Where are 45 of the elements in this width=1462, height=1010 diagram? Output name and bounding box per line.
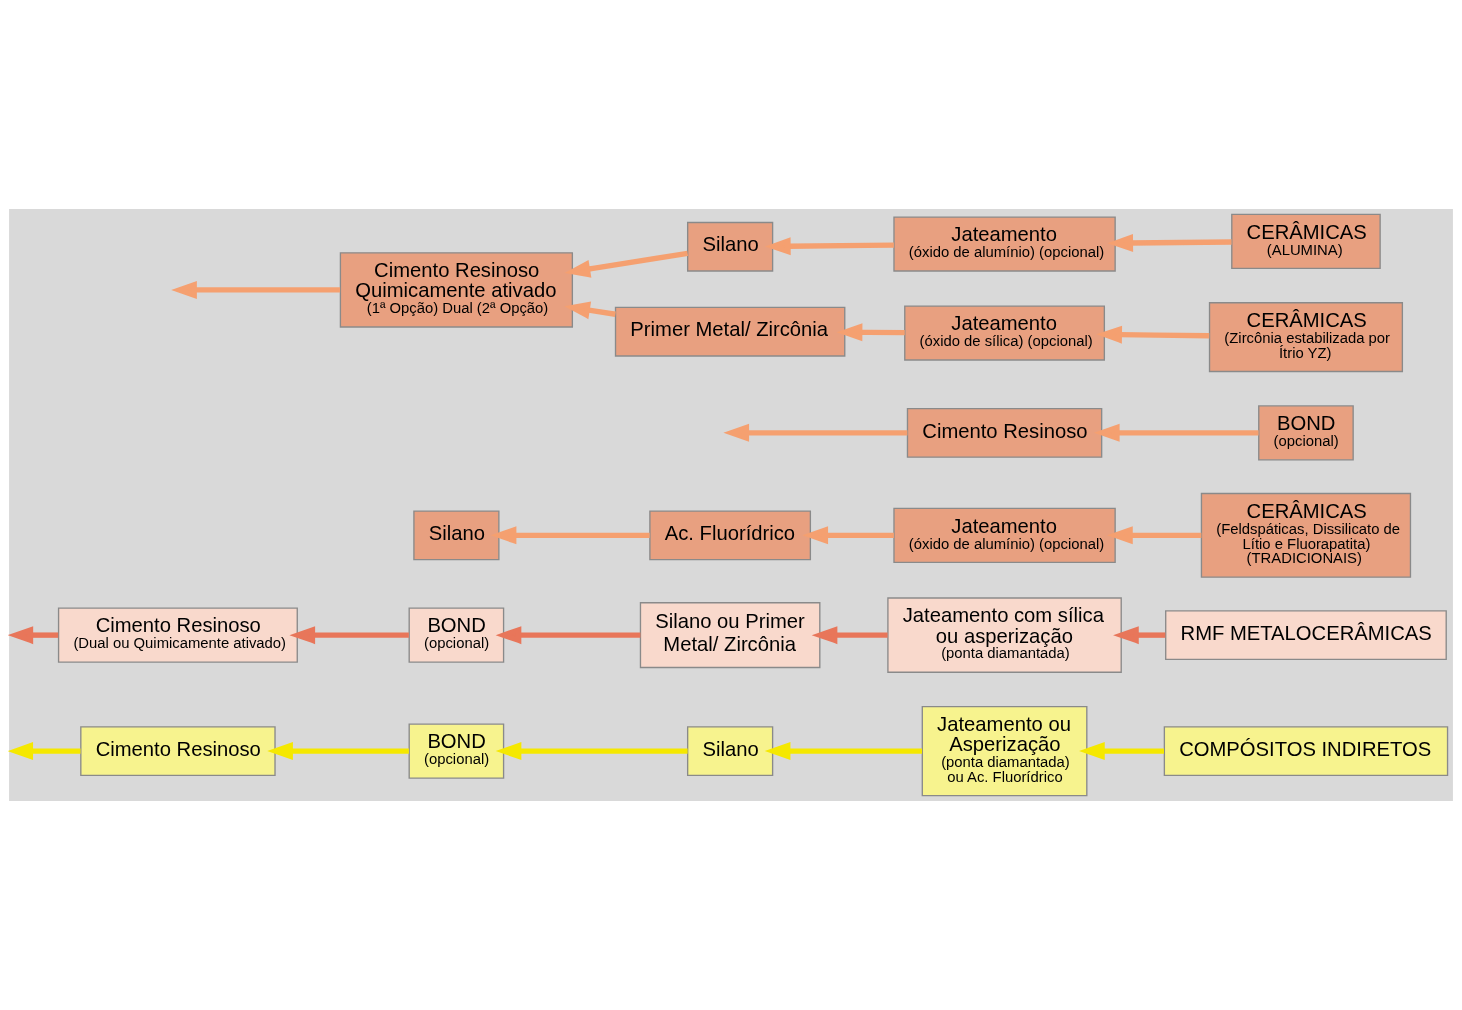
node-box: Cimento Resinoso — [80, 726, 276, 777]
arrow — [1096, 325, 1210, 344]
arrow — [811, 626, 888, 645]
arrow — [8, 626, 59, 645]
node-box: Silano — [687, 726, 774, 777]
node-box: CERÂMICAS (ALUMINA) — [1231, 213, 1381, 269]
arrow — [289, 626, 409, 645]
node-box: COMPÓSITOS INDIRETOS — [1163, 726, 1449, 777]
arrow — [564, 250, 689, 278]
arrow — [764, 237, 894, 256]
node-box: CERÂMICAS (Zircônia estabilizada por Ítrio YZ) — [1208, 302, 1404, 373]
arrow — [8, 742, 81, 761]
arrow — [564, 301, 616, 320]
node-box: Ac. Fluorídrico — [649, 510, 812, 561]
node-box: Silano — [413, 510, 500, 561]
node-box: Silano — [687, 221, 774, 272]
node-box: Jateamento ou Asperização (ponta diamantada) ou Ac. Fluorídrico — [921, 705, 1088, 797]
node-box: Cimento Resinoso (Dual ou Quimicamente ativado) — [57, 607, 298, 663]
node-box: CERÂMICAS (Feldspáticas, Dissilicato de Lítio e Fluorapatita) (TRADICIONAIS) — [1200, 492, 1412, 578]
node-box: Jateamento com sílica ou asperização (ponta diamantada) — [887, 597, 1122, 673]
arrow — [1093, 423, 1259, 442]
arrow — [1113, 626, 1166, 645]
arrow — [495, 626, 641, 645]
arrow — [267, 742, 409, 761]
arrow — [1107, 233, 1232, 252]
arrow — [1079, 742, 1164, 761]
node-box: Silano ou Primer Metal/ Zircônia — [639, 602, 821, 669]
arrow — [836, 323, 905, 342]
node-box: Jateamento (óxido de sílica) (opcional) — [904, 305, 1106, 361]
arrow — [171, 280, 341, 299]
node-box: Jateamento (óxido de alumínio) (opcional) — [893, 216, 1116, 272]
node-box: RMF METALOCERÂMICAS — [1165, 610, 1447, 661]
node-box: BOND (opcional) — [408, 607, 505, 663]
arrow — [723, 423, 908, 442]
node-box: Cimento Resinoso — [906, 407, 1103, 458]
arrow — [1107, 526, 1202, 545]
node-box: BOND (opcional) — [1258, 405, 1354, 461]
node-box: Cimento Resinoso Quimicamente ativado (1ª Opção) Dual (2ª Opção) — [339, 252, 574, 328]
node-box: Jateamento (óxido de alumínio) (opcional) — [893, 507, 1116, 563]
arrow — [495, 742, 688, 761]
arrow — [802, 526, 894, 545]
arrow — [490, 526, 650, 545]
arrow — [764, 742, 923, 761]
node-box: Primer Metal/ Zircônia — [614, 306, 846, 357]
node-box: BOND (opcional) — [408, 723, 505, 779]
